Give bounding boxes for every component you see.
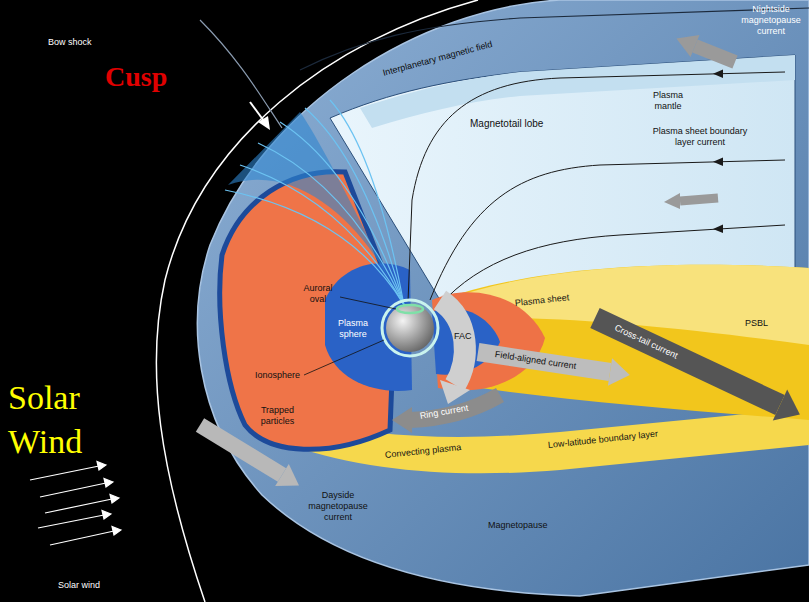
field-line <box>225 190 404 305</box>
wind-arrowhead <box>112 527 121 536</box>
arrow-head <box>664 193 680 209</box>
current-label: FAC <box>454 331 472 342</box>
wind-arrow <box>38 515 104 528</box>
region-label: Solar wind <box>58 580 100 591</box>
cross-tail-current-arrow <box>595 318 800 420</box>
wind-arrowhead <box>110 495 119 504</box>
ring-current-arrow <box>392 395 500 433</box>
leader-line <box>304 340 384 375</box>
region-label: Auroral oval <box>300 283 336 305</box>
field-line <box>330 100 404 305</box>
current-label: Field-aligned current <box>494 349 577 372</box>
fac-arrow <box>440 300 470 404</box>
field-line <box>258 143 404 305</box>
nightside-current-arrow <box>676 35 735 62</box>
dayside-current-arrow <box>200 425 299 486</box>
earth-globe <box>386 304 434 352</box>
solar-wind-arrows <box>30 462 121 546</box>
arrow-shaft <box>680 198 718 201</box>
wind-arrowhead <box>104 479 113 488</box>
field-line <box>430 160 785 300</box>
cusp-funnel <box>228 112 402 305</box>
region-label: PSBL <box>745 318 768 329</box>
arrow-head <box>676 35 699 57</box>
field-arrowhead <box>713 158 723 167</box>
arrow-shaft <box>595 318 780 405</box>
psbl-current-arrow <box>664 193 718 209</box>
imf-line <box>300 8 809 70</box>
lobe-field-lines <box>408 72 785 305</box>
leader-line <box>340 297 396 309</box>
field-line <box>408 72 785 302</box>
arrow-shaft <box>695 46 735 62</box>
current-label: Cross-tail current <box>613 323 680 362</box>
region-label: Magnetotail lobe <box>470 118 543 130</box>
magnetotail-lobe-region <box>330 55 795 300</box>
region-label: Magnetopause <box>488 520 548 531</box>
region-label: Bow shock <box>48 37 92 48</box>
wind-arrowhead <box>97 462 106 471</box>
current-label: Ring current <box>419 403 469 422</box>
cusp-pointer <box>250 102 270 130</box>
solar-wind-title: Solar Wind <box>8 376 108 464</box>
field-line <box>280 122 404 305</box>
wind-arrow <box>40 483 106 497</box>
region-label: Convecting plasma <box>384 442 461 461</box>
arrow-shaft <box>440 300 465 385</box>
magnetosphere-body <box>197 0 809 596</box>
region-label: Trapped particles <box>255 405 300 427</box>
region-label: Plasma sheet <box>514 292 569 308</box>
arrow-shaft <box>200 425 282 475</box>
ionosphere-ring <box>382 300 438 356</box>
pointer-shaft <box>250 102 264 121</box>
region-label: Low-latitude boundary layer <box>547 428 658 450</box>
arrow-head <box>392 407 412 433</box>
current-label: Dayside magnetopause current <box>305 490 371 522</box>
current-label: Plasma sheet boundary layer current <box>645 126 755 148</box>
pointer-head <box>258 116 270 130</box>
field-label: Interplanetary magnetic field <box>382 39 494 79</box>
arrow-head <box>773 390 800 421</box>
field-direction-marks <box>713 70 723 234</box>
cusp-title: Cusp <box>105 60 167 94</box>
field-line <box>440 225 785 305</box>
arrow-head <box>275 464 299 486</box>
arrow-head <box>440 380 470 404</box>
arrow-head <box>608 358 630 386</box>
imf-line <box>200 20 282 128</box>
wind-arrow <box>30 466 99 480</box>
field-arrowhead <box>713 70 723 79</box>
auroral-oval-ring <box>397 305 423 313</box>
field-arrowhead <box>713 225 723 234</box>
wind-arrow <box>50 531 114 545</box>
region-label: Plasma sphere <box>335 318 371 340</box>
cusp-field-lines <box>225 100 404 305</box>
current-label: Nightside magnetopause current <box>738 4 804 36</box>
wind-arrowhead <box>102 511 111 520</box>
region-label: Ionosphere <box>255 370 300 381</box>
region-label: Plasma mantle <box>646 90 690 112</box>
